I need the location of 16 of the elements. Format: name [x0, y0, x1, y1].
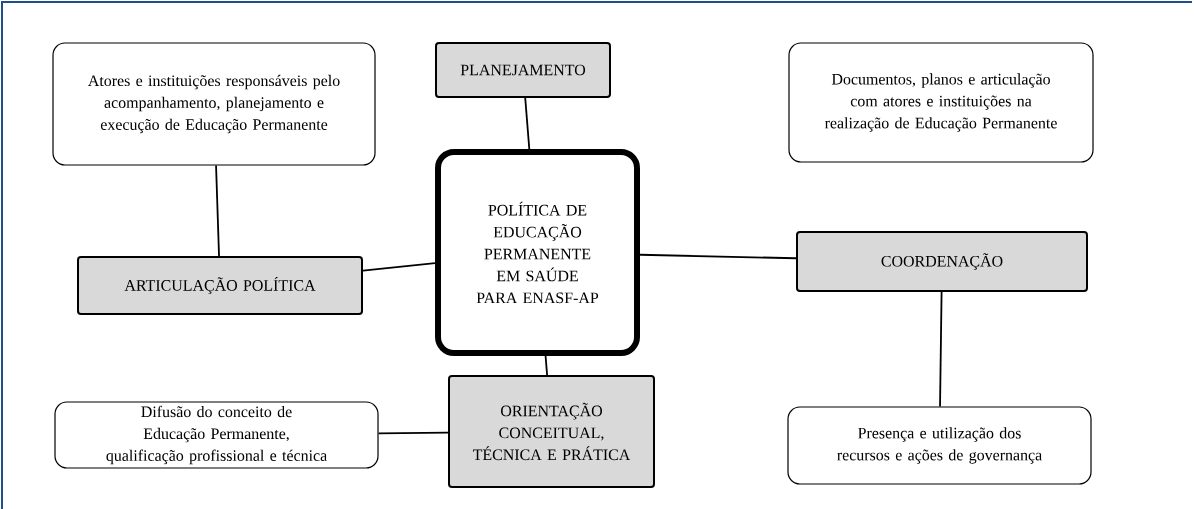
note-box: Documentos, planos e articulação com atores e instituições na realização de Educação Permanente: [788, 42, 1094, 163]
topic-box: ORIENTAÇÃO CONCEITUAL, TÉCNICA E PRÁTICA: [448, 375, 655, 488]
connector-line: [639, 253, 797, 260]
note-box: Difusão do conceito de Educação Permanente, qualificação profissional e técnica: [54, 401, 379, 469]
topic-box: PLANEJAMENTO: [435, 42, 611, 98]
connector-line: [544, 355, 548, 376]
connector-line: [362, 262, 436, 272]
note-box: Atores e instituições responsáveis pelo acompanhamento, planejamento e execução de Educação Permanente: [52, 42, 376, 166]
note-box: Presença e utilização dos recursos e ações de governança: [787, 406, 1092, 485]
connector-line: [939, 291, 943, 408]
topic-box: ARTICULAÇÃO POLÍTICA: [77, 256, 363, 315]
central-box: POLÍTICA DE EDUCAÇÃO PERMANENTE EM SAÚDE PARA ENASF-AP: [435, 149, 640, 356]
connector-line: [215, 164, 220, 257]
connector-line: [377, 431, 449, 435]
topic-box: COORDENAÇÃO: [796, 231, 1088, 292]
connector-line: [524, 97, 531, 150]
